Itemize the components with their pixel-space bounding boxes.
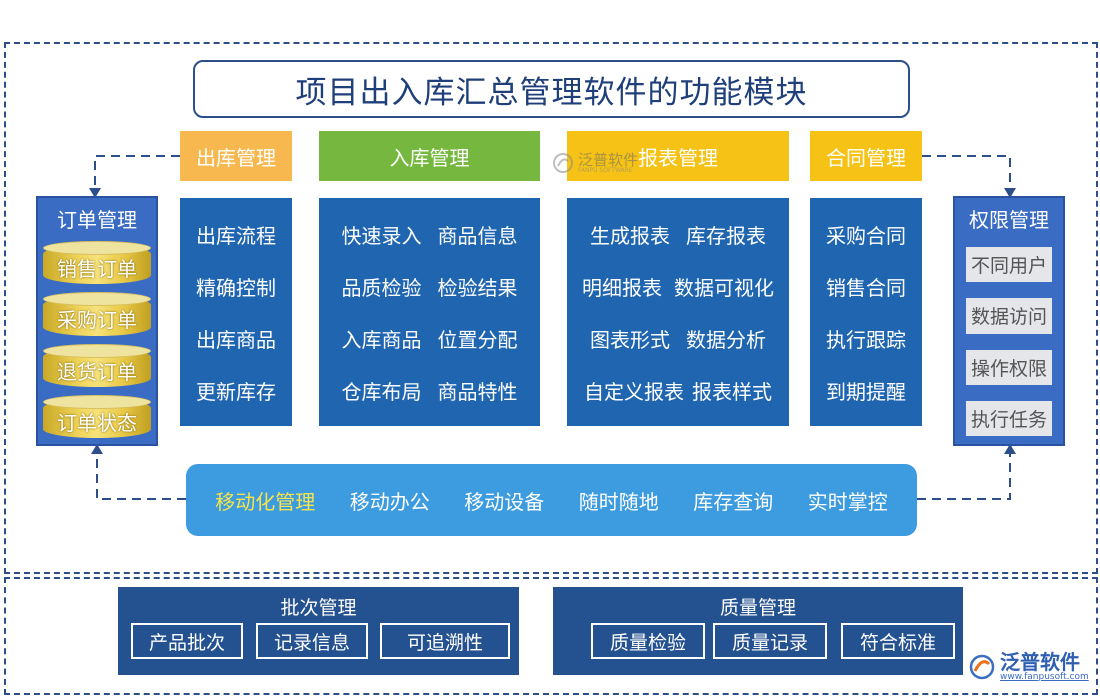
quality-title: 质量管理 bbox=[719, 597, 796, 619]
outbound-item: 精确控制 bbox=[196, 275, 276, 300]
quality-item: 质量记录 bbox=[713, 623, 827, 659]
permission-panel-title: 权限管理 bbox=[969, 208, 1049, 232]
report-item: 库存报表 bbox=[686, 223, 766, 248]
inbound-item: 品质检验 bbox=[341, 275, 422, 300]
order-item: 销售订单 bbox=[57, 257, 137, 282]
report-item: 明细报表 bbox=[582, 275, 662, 300]
report-header-label: 报表管理 bbox=[638, 145, 718, 170]
fanpu-logo-icon bbox=[553, 153, 573, 173]
order-cylinder: 退货订单 bbox=[43, 343, 151, 387]
permission-item: 不同用户 bbox=[966, 247, 1052, 283]
order-item: 订单状态 bbox=[57, 410, 137, 435]
quality-item: 质量检验 bbox=[591, 623, 705, 659]
contract-item: 到期提醒 bbox=[826, 379, 906, 404]
contract-item: 执行跟踪 bbox=[826, 327, 906, 352]
outbound-item: 出库商品 bbox=[196, 327, 276, 352]
contract-header: 合同管理 bbox=[810, 131, 922, 181]
batch-item: 记录信息 bbox=[256, 623, 368, 659]
report-module: 生成报表库存报表 明细报表数据可视化 图表形式数据分析 自定义报表报表样式 bbox=[567, 198, 789, 426]
inbound-item: 快速录入 bbox=[341, 223, 422, 248]
report-item: 报表样式 bbox=[692, 379, 772, 404]
order-cylinder: 采购订单 bbox=[43, 292, 151, 336]
inbound-item: 检验结果 bbox=[437, 275, 518, 300]
quality-item: 符合标准 bbox=[841, 623, 955, 659]
mobile-item: 实时掌控 bbox=[807, 489, 888, 514]
order-item: 采购订单 bbox=[57, 308, 137, 333]
report-header: 报表管理 bbox=[567, 131, 789, 181]
outbound-item: 出库流程 bbox=[196, 223, 276, 248]
report-item: 数据分析 bbox=[686, 327, 766, 352]
brand-logo-text: 泛普软件 bbox=[1000, 650, 1080, 674]
bottom-frame bbox=[4, 577, 1098, 695]
mobile-item: 库存查询 bbox=[693, 489, 774, 514]
mobile-item: 随时随地 bbox=[578, 489, 659, 514]
permission-panel: 权限管理 不同用户 数据访问 操作权限 执行任务 bbox=[953, 196, 1065, 446]
brand-logo-url[interactable]: www.fanpusoft.com bbox=[1000, 672, 1089, 682]
brand-logo: 泛普软件 www.fanpusoft.com bbox=[968, 652, 1089, 682]
main-frame bbox=[4, 42, 1098, 574]
batch-item: 可追溯性 bbox=[380, 623, 510, 659]
report-item: 生成报表 bbox=[590, 223, 670, 248]
mobile-bar: 移动化管理 移动办公 移动设备 随时随地 库存查询 实时掌控 bbox=[186, 464, 917, 536]
watermark-subtext: FANPU SOFTWARE bbox=[578, 166, 633, 174]
contract-item: 采购合同 bbox=[826, 223, 906, 248]
inbound-item: 入库商品 bbox=[341, 327, 422, 352]
contract-module: 采购合同 销售合同 执行跟踪 到期提醒 bbox=[810, 198, 922, 426]
inbound-header: 入库管理 bbox=[319, 131, 540, 181]
watermark: 泛普软件 FANPU SOFTWARE bbox=[552, 152, 638, 174]
report-item: 自定义报表 bbox=[584, 379, 684, 404]
inbound-item: 位置分配 bbox=[437, 327, 518, 352]
order-cylinder: 订单状态 bbox=[43, 394, 151, 438]
batch-title: 批次管理 bbox=[280, 597, 357, 619]
report-item: 图表形式 bbox=[590, 327, 670, 352]
outbound-module: 出库流程 精确控制 出库商品 更新库存 bbox=[180, 198, 292, 426]
inbound-item: 仓库布局 bbox=[341, 379, 422, 404]
inbound-item: 商品信息 bbox=[437, 223, 518, 248]
order-panel-title: 订单管理 bbox=[57, 208, 137, 232]
batch-group: 批次管理 产品批次 记录信息 可追溯性 bbox=[118, 587, 519, 675]
order-item: 退货订单 bbox=[57, 359, 137, 384]
permission-item: 执行任务 bbox=[966, 400, 1052, 436]
permission-item: 操作权限 bbox=[966, 349, 1052, 385]
quality-group: 质量管理 质量检验 质量记录 符合标准 bbox=[553, 587, 963, 675]
fanpu-logo-icon bbox=[969, 654, 995, 680]
inbound-item: 商品特性 bbox=[437, 379, 518, 404]
outbound-header: 出库管理 bbox=[180, 131, 292, 181]
watermark-text: 泛普软件 bbox=[578, 150, 639, 169]
contract-item: 销售合同 bbox=[826, 275, 906, 300]
mobile-label: 移动化管理 bbox=[215, 489, 316, 514]
permission-item: 数据访问 bbox=[966, 298, 1052, 334]
inbound-module: 快速录入商品信息 品质检验检验结果 入库商品位置分配 仓库布局商品特性 bbox=[319, 198, 540, 426]
report-item: 数据可视化 bbox=[674, 275, 774, 300]
page-title: 项目出入库汇总管理软件的功能模块 bbox=[193, 60, 910, 118]
batch-item: 产品批次 bbox=[131, 623, 243, 659]
order-cylinder: 销售订单 bbox=[43, 240, 151, 285]
mobile-item: 移动设备 bbox=[464, 489, 545, 514]
mobile-item: 移动办公 bbox=[349, 489, 430, 514]
outbound-item: 更新库存 bbox=[196, 379, 276, 404]
order-panel: 订单管理 销售订单 采购订单 退货订单 订单状态 bbox=[36, 196, 158, 446]
